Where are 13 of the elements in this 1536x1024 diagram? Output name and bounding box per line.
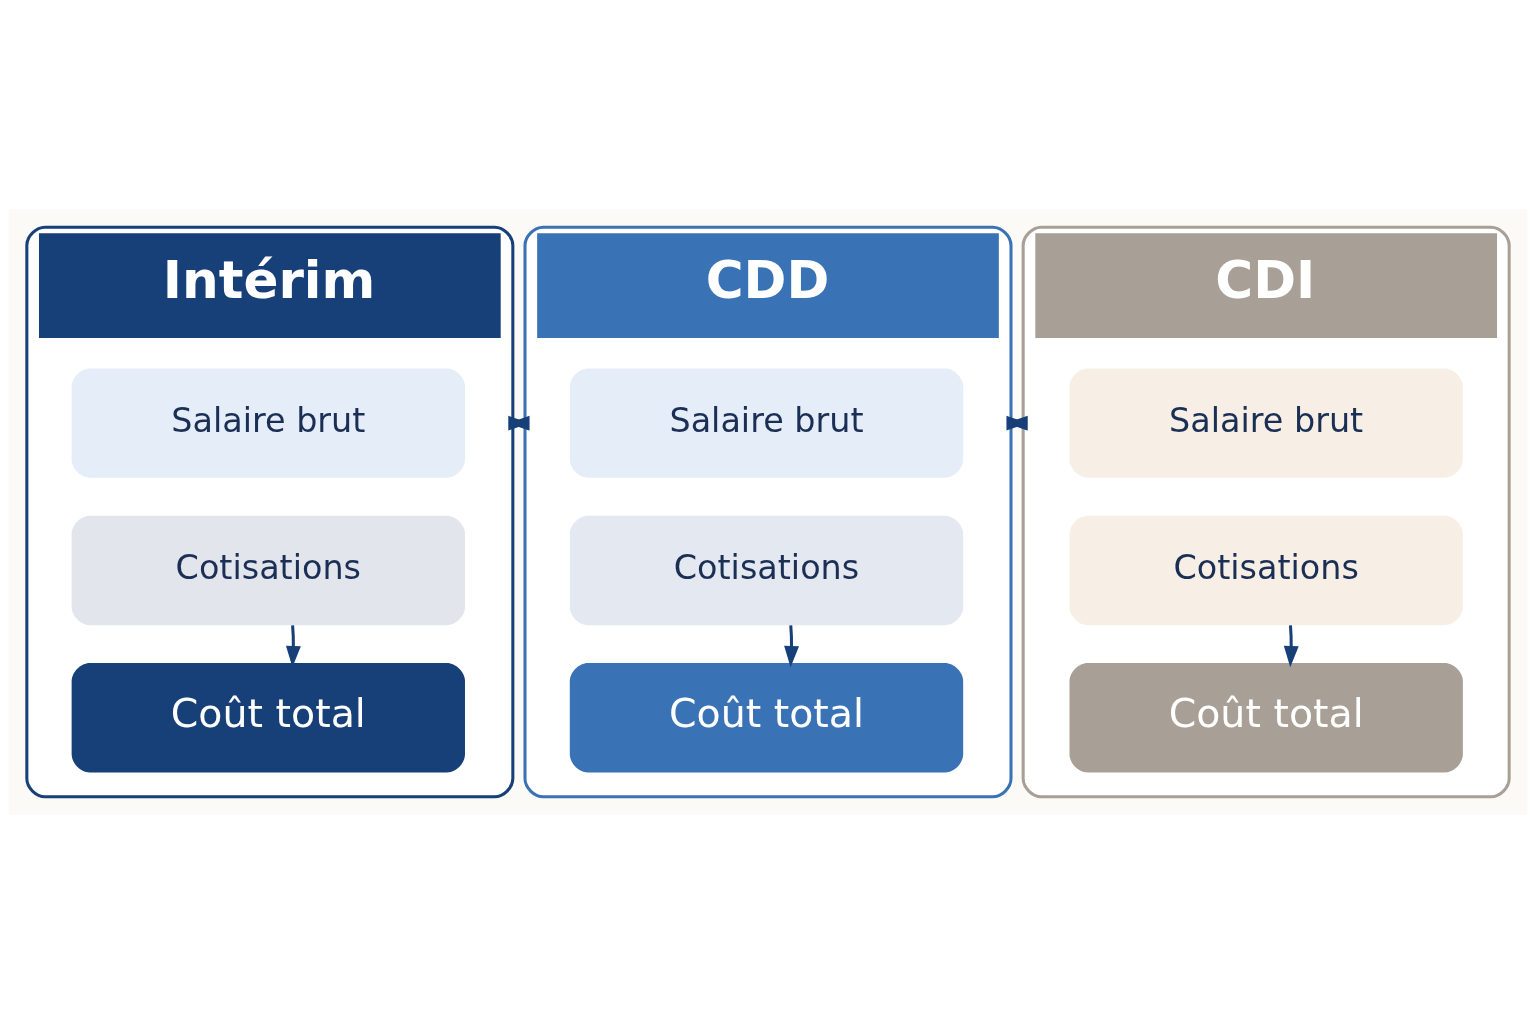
- node-box: Coût total: [1069, 663, 1463, 773]
- node-box: Salaire brut: [71, 368, 465, 478]
- arrow: [1006, 415, 1028, 431]
- node-box: Coût total: [569, 663, 964, 773]
- arrow: [508, 415, 530, 431]
- node-box: Salaire brut: [1069, 368, 1463, 478]
- node-box: Cotisations: [1069, 515, 1463, 626]
- arrow: [1283, 625, 1299, 668]
- arrow: [784, 625, 800, 668]
- node-box: Coût total: [71, 663, 465, 773]
- node-box: Cotisations: [569, 515, 964, 626]
- node-box: Salaire brut: [569, 368, 964, 478]
- node-box: Cotisations: [71, 515, 465, 626]
